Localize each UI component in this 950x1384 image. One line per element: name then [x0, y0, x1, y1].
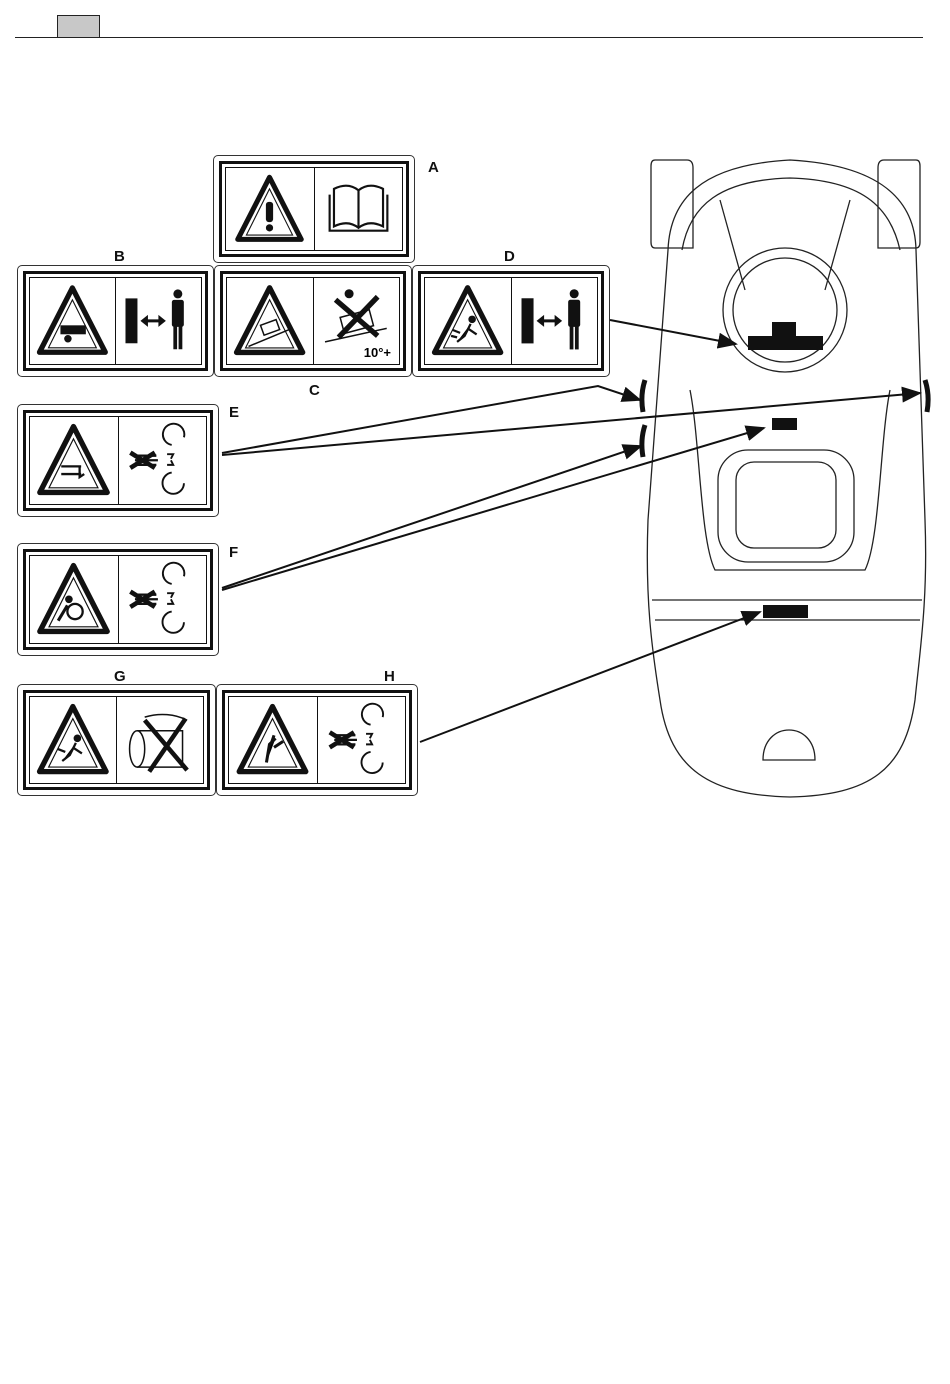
label-letter-d: D: [504, 248, 515, 265]
no-hands-rotating-icon: [117, 556, 207, 643]
pointer-arrows: [221, 319, 922, 743]
warning-rollover-icon: [227, 278, 313, 364]
no-slope-icon: 10°+: [312, 278, 400, 364]
page-number-tab: [57, 15, 100, 38]
safety-label-e: [17, 404, 219, 517]
safety-label-h: [216, 684, 418, 796]
warning-triangle-icon: [226, 168, 314, 250]
warning-thrown-objects-icon: [425, 278, 511, 364]
no-open-chute-icon: [116, 697, 203, 783]
keep-distance-icon: [115, 278, 201, 364]
label-letter-h: H: [384, 668, 395, 685]
safety-label-g: [17, 684, 216, 796]
warning-hand-cut-icon: [229, 697, 317, 783]
safety-label-d: [412, 265, 610, 377]
safety-label-f: [17, 543, 219, 656]
no-hands-rotating-icon: [117, 417, 207, 504]
label-letter-f: F: [229, 544, 239, 561]
warning-rotating-parts-icon: [30, 556, 118, 643]
label-letter-g: G: [114, 668, 126, 685]
manual-book-icon: [313, 168, 403, 250]
safety-label-a: [213, 155, 415, 263]
slope-angle-text: 10°+: [363, 345, 391, 360]
safety-label-c: 10°+: [214, 265, 412, 377]
warning-run-over-icon: [30, 278, 115, 364]
keep-distance-icon: [510, 278, 598, 364]
no-hands-rotating-icon: [316, 697, 406, 783]
safety-label-b: [17, 265, 214, 377]
label-letter-c: C: [309, 382, 320, 399]
mower-outline: [646, 159, 927, 798]
label-letter-a: A: [428, 159, 439, 176]
header-rule: [15, 37, 923, 38]
label-positions: [639, 322, 931, 618]
warning-belt-icon: [30, 417, 118, 504]
warning-thrown-objects-icon: [30, 697, 116, 783]
label-letter-b: B: [114, 248, 125, 265]
label-letter-e: E: [229, 404, 240, 421]
